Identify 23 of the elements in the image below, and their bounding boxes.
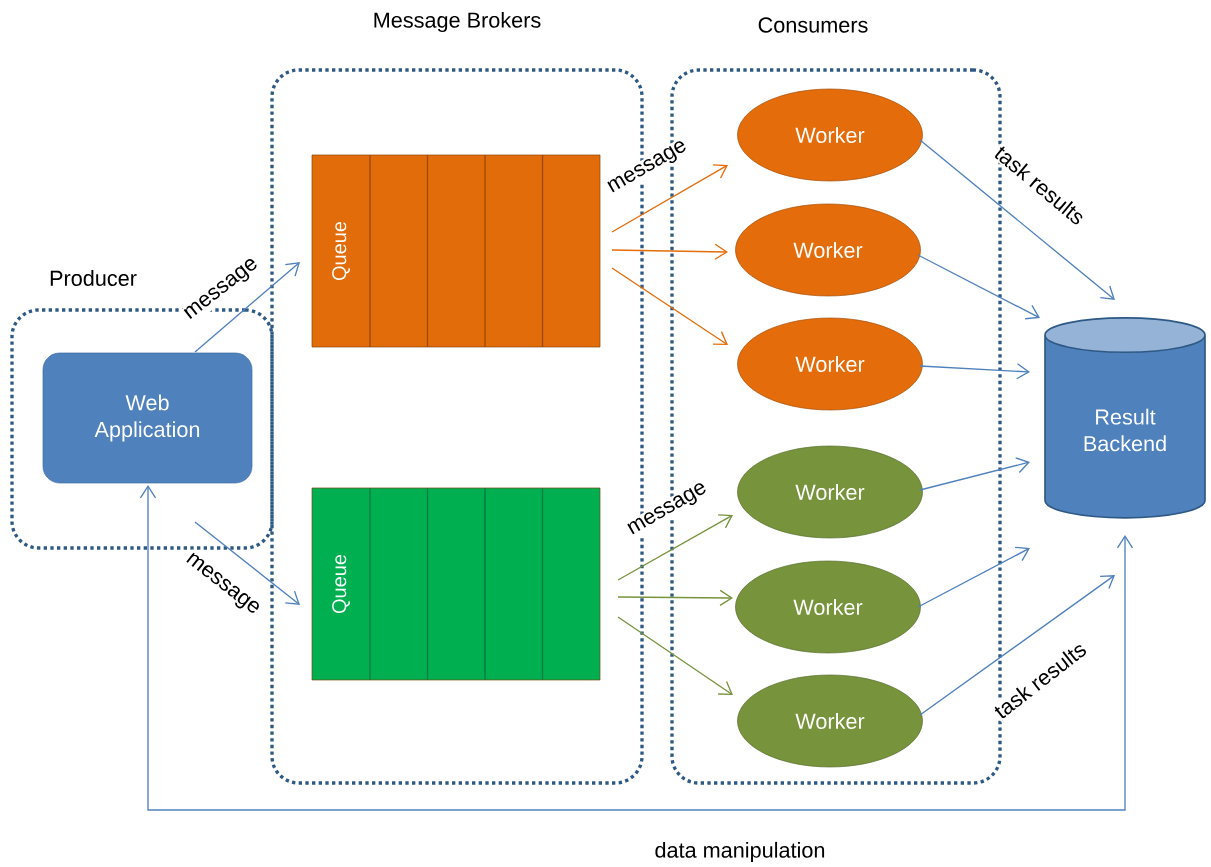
arrow [617,514,733,581]
arrow [917,254,1040,320]
arrow [611,267,728,345]
arrow [919,457,1030,491]
arrow [611,164,728,233]
arrow [194,262,300,353]
arrow [919,363,1030,380]
edge-label: data manipulation [652,840,828,864]
arrow [917,546,1030,608]
arrow [617,589,733,607]
application-box: Web Application [42,352,253,484]
node-label: Consumers [758,17,868,33]
arrow [611,243,728,260]
arrow [919,139,1115,300]
node-label: Producer [50,270,137,286]
node-label: Message Brokers [374,11,541,33]
arrow [194,521,300,605]
database-cylinder: Result Backend [1044,317,1206,519]
arrow [139,485,1134,811]
queue-box: Queue [311,487,601,681]
queue-box: Queue [311,154,601,348]
arrow [617,616,733,695]
arrow [919,575,1115,716]
